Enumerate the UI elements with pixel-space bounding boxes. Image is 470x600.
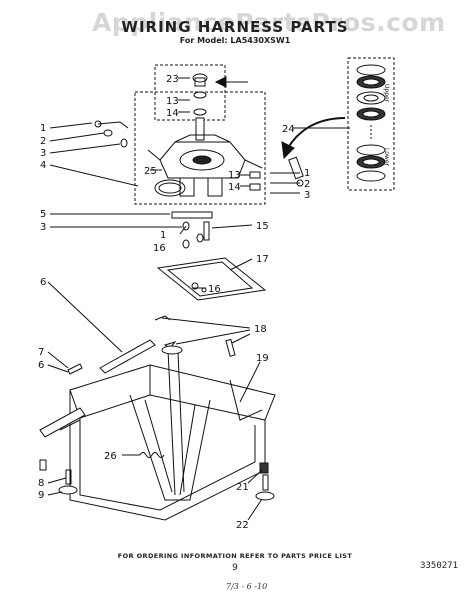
callout-4: 4 xyxy=(40,160,46,171)
callout-16a: 16 xyxy=(153,243,166,254)
callout-2b: 2 xyxy=(304,179,310,190)
callout-1b: 1 xyxy=(304,168,310,179)
callout-6b: 6 xyxy=(38,360,44,371)
arrow-head-bearings xyxy=(281,141,295,160)
ordering-note: FOR ORDERING INFORMATION REFER TO PARTS … xyxy=(117,552,353,560)
part-25-ring xyxy=(154,179,186,197)
part-9-foot xyxy=(58,485,78,495)
callout-22: 22 xyxy=(236,520,249,531)
callout-23: 23 xyxy=(166,74,179,85)
callout-25: 25 xyxy=(144,166,157,177)
part-6-bar xyxy=(99,339,156,374)
callout-1a: 1 xyxy=(40,123,46,134)
callout-9: 9 xyxy=(38,490,44,501)
part-23-cap xyxy=(192,73,208,83)
handwritten-note: 7/3 - 6 -10 xyxy=(226,582,268,591)
callout-15: 15 xyxy=(256,221,269,232)
label-lower: Lower xyxy=(383,148,390,167)
callout-7: 7 xyxy=(38,347,44,358)
callout-8: 8 xyxy=(38,478,44,489)
part-17-plate xyxy=(156,257,267,301)
watermark: AppliancePartsPros.com xyxy=(92,8,446,37)
callout-24: 24 xyxy=(282,124,295,135)
callout-labels: 1 2 3 4 5 3 6 7 6 8 9 23 13 14 25 13 14 … xyxy=(38,74,390,531)
callout-3c: 3 xyxy=(304,190,310,201)
arrow-head-top xyxy=(214,76,227,88)
callout-5: 5 xyxy=(40,209,46,220)
callout-14a: 14 xyxy=(166,108,179,119)
page-number: 9 xyxy=(232,563,238,573)
part-22-foot xyxy=(255,491,275,501)
part-shaft xyxy=(195,117,205,141)
part-26-spring xyxy=(139,452,165,458)
callout-6a: 6 xyxy=(40,277,46,288)
callout-2a: 2 xyxy=(40,136,46,147)
part-24-bearings xyxy=(356,64,386,182)
callout-3b: 3 xyxy=(40,222,46,233)
part-19-base-frame xyxy=(39,345,276,521)
callout-14b: 14 xyxy=(228,182,241,193)
callout-19: 19 xyxy=(256,353,269,364)
callout-18: 18 xyxy=(254,324,267,335)
page-title: WIRING HARNESS PARTS xyxy=(121,18,349,36)
callout-17: 17 xyxy=(256,254,269,265)
model-line: For Model: LA5430XSW1 xyxy=(179,36,291,45)
callout-3a: 3 xyxy=(40,148,46,159)
callout-21: 21 xyxy=(236,482,249,493)
callout-26: 26 xyxy=(104,451,117,462)
callout-16b: 16 xyxy=(208,284,221,295)
label-upper: Upper xyxy=(383,84,390,103)
callout-1c: 1 xyxy=(160,230,166,241)
callout-13a: 13 xyxy=(166,96,179,107)
document-number: 3350271 xyxy=(420,561,458,571)
callout-13b: 13 xyxy=(228,170,241,181)
dashed-box-bearings xyxy=(347,57,395,191)
